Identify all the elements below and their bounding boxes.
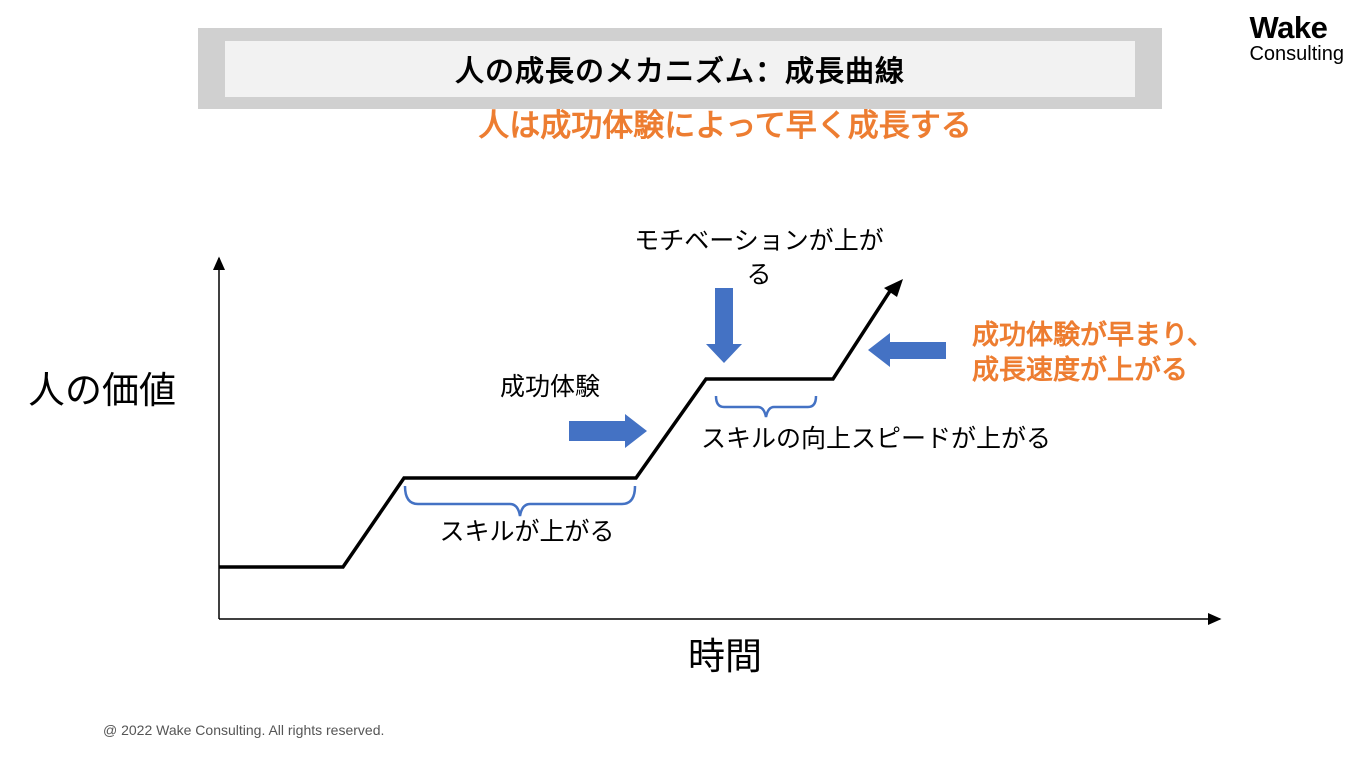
skill-up-label: スキルが上がる	[439, 517, 615, 546]
logo-line1: Wake	[1249, 10, 1328, 45]
copyright-footer: @ 2022 Wake Consulting. All rights reser…	[103, 722, 385, 738]
growth-curve	[219, 287, 894, 569]
skill-speed-bracket	[714, 395, 818, 418]
success-arrow-icon	[569, 414, 647, 448]
x-axis-label: 時間	[688, 635, 762, 678]
curve-arrowhead	[884, 279, 903, 297]
wake-consulting-logo: Wake Consulting	[1249, 12, 1344, 64]
y-axis-label: 人の価値	[28, 369, 176, 412]
logo-line2: Consulting	[1249, 43, 1344, 65]
slide-title: 人の成長のメカニズム：成長曲線	[225, 41, 1135, 97]
faster-note-line1: 成功体験が早まり、	[972, 320, 1214, 351]
faster-arrow-icon	[868, 333, 946, 367]
motivation-label: モチベーションが上がる	[634, 226, 884, 289]
motivation-arrow-icon	[706, 288, 742, 363]
faster-growth-note: 成功体験が早まり、 成長速度が上がる	[972, 318, 1214, 388]
slide-subtitle: 人は成功体験によって早く成長する	[478, 108, 972, 144]
success-label: 成功体験	[500, 372, 601, 401]
skill-speed-label: スキルの向上スピードが上がる	[700, 424, 1051, 453]
skill-up-bracket	[403, 485, 637, 517]
faster-note-line2: 成長速度が上がる	[972, 355, 1188, 386]
